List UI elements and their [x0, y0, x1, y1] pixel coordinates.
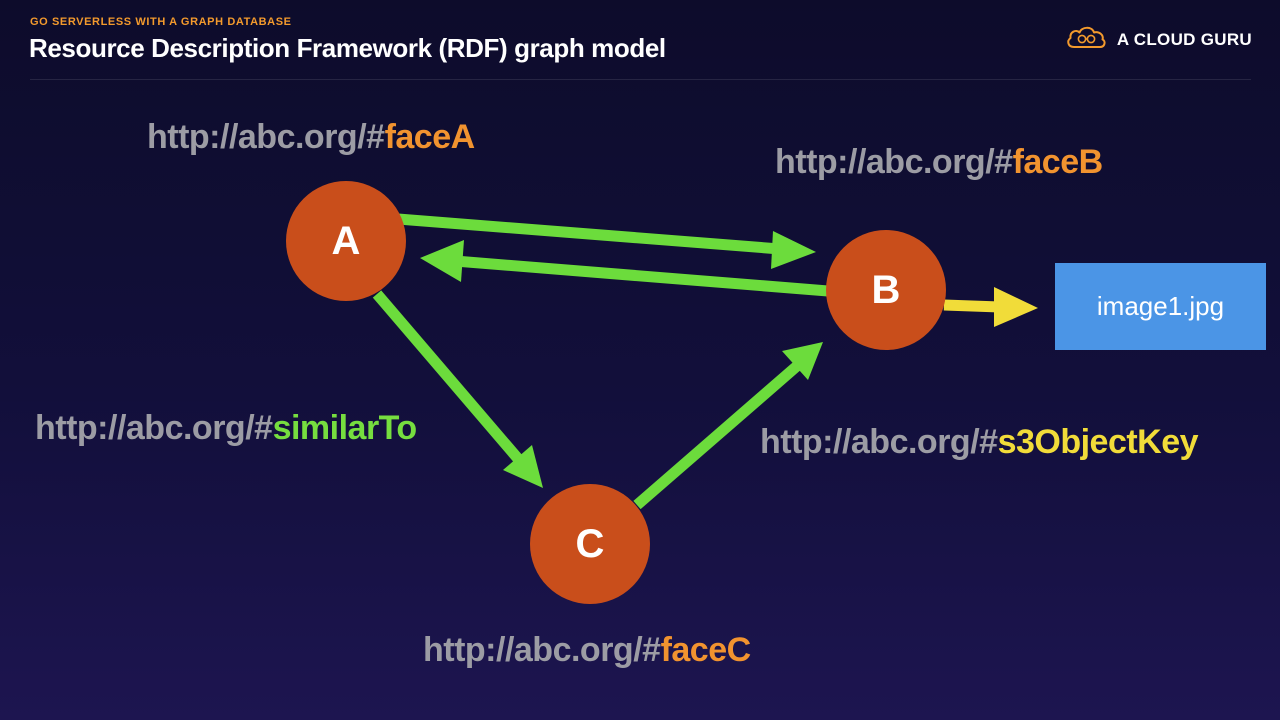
uri-face-b: http://abc.org/#faceB: [775, 145, 1103, 179]
header-divider: [30, 79, 1251, 80]
node-a: A: [286, 181, 406, 301]
brand-name: A CLOUD GURU: [1116, 29, 1252, 49]
edge-b-to-a: [420, 240, 829, 297]
node-a-label: A: [331, 218, 361, 263]
page-title: Resource Description Framework (RDF) gra…: [29, 33, 666, 63]
cloud-icon: [1065, 24, 1107, 55]
uri-prefix: http://abc.org/#: [147, 118, 385, 156]
edge-a-to-c: [372, 290, 543, 488]
uri-fragment-s3-object-key: s3ObjectKey: [997, 423, 1199, 461]
uri-prefix: http://abc.org/#: [423, 631, 661, 669]
uri-prefix: http://abc.org/#: [775, 143, 1013, 181]
object-image-label: image1.jpg: [1096, 291, 1225, 321]
uri-s3-object-key: http://abc.org/#s3ObjectKey: [760, 423, 1199, 461]
uri-fragment-face-a: faceA: [384, 118, 476, 156]
uri-similar-to: http://abc.org/#similarTo: [35, 411, 417, 445]
course-kicker: GO SERVERLESS WITH A GRAPH DATABASE: [30, 16, 292, 28]
uri-prefix: http://abc.org/#: [760, 423, 998, 461]
edge-b-to-image: [943, 287, 1038, 327]
node-b: B: [826, 230, 946, 350]
object-image-box: image1.jpg: [1055, 263, 1266, 350]
edge-a-to-b: [397, 213, 816, 269]
brand-logo: A CLOUD GURU: [1065, 24, 1252, 55]
uri-prefix: http://abc.org/#: [35, 409, 273, 447]
uri-fragment-face-b: faceB: [1012, 143, 1104, 181]
uri-fragment-face-c: faceC: [660, 631, 752, 669]
uri-face-a: http://abc.org/#faceA: [147, 120, 475, 154]
node-b-label: B: [871, 267, 901, 312]
node-c-label: C: [575, 521, 605, 566]
node-c: C: [530, 484, 650, 604]
uri-face-c: http://abc.org/#faceC: [423, 633, 751, 667]
uri-fragment-similar-to: similarTo: [272, 409, 418, 447]
edge-c-to-b: [633, 342, 823, 510]
